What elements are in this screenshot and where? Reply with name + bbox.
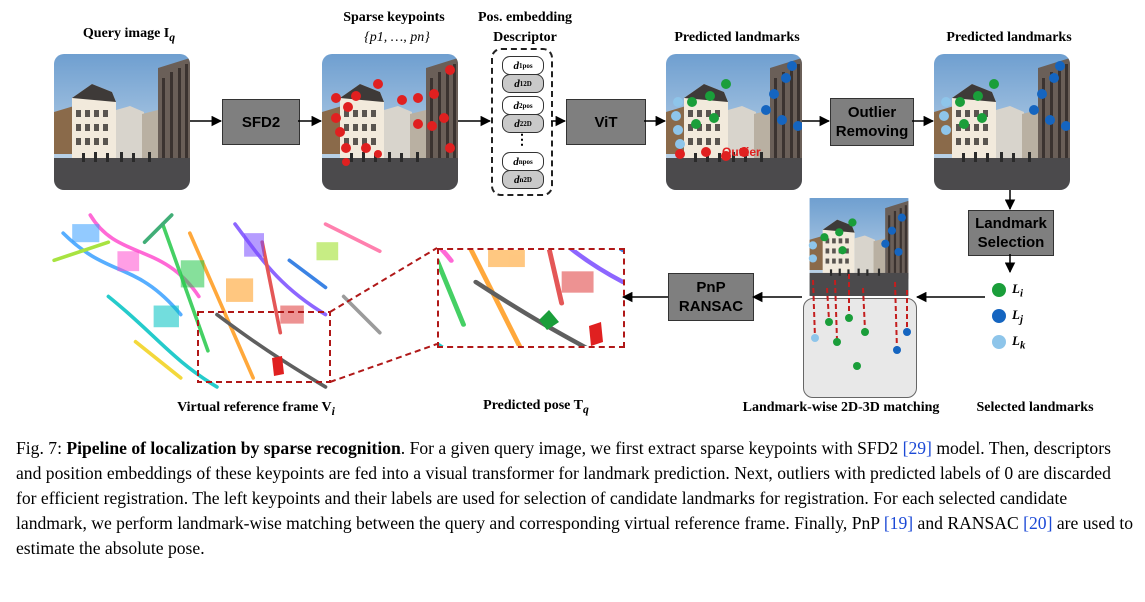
legend-label-i: Li xyxy=(1012,281,1023,300)
matching-panel xyxy=(803,298,917,398)
landmark-query-image xyxy=(803,198,915,296)
predicted-landmarks-image-1: Outlier xyxy=(666,54,802,190)
camera-pose-marker xyxy=(272,356,284,376)
pnp-line-1: PnP xyxy=(696,279,726,296)
landmark-matching-label: Landmark-wise 2D-3D matching xyxy=(742,400,940,415)
caption-title: Pipeline of localization by sparse recog… xyxy=(66,438,401,458)
caption-ref-19[interactable]: [19] xyxy=(883,513,914,533)
caption-text-4: are used to estimate the absolute pose. xyxy=(16,513,1134,558)
virtual-reference-point-cloud xyxy=(52,213,382,389)
flow-arrows xyxy=(190,115,1016,303)
virtual-reference-frame-label: Virtual reference frame Vi xyxy=(177,400,335,418)
sparse-keypoints-label: Sparse keypoints xyxy=(343,10,445,25)
descriptor-ellipsis: ⋮ xyxy=(515,133,529,148)
caption-ref-20[interactable]: [20] xyxy=(1023,513,1053,533)
zoom-connector-lines xyxy=(329,247,438,383)
outlier-text: Outlier xyxy=(722,145,761,159)
caption-fig-number: Fig. 7: xyxy=(16,438,62,458)
landmark-selection-line-2: Selection xyxy=(977,234,1045,251)
query-image-subscript: q xyxy=(169,30,176,44)
outlier-removing-box: Outlier Removing xyxy=(830,98,914,146)
keypoint-dots xyxy=(331,65,455,166)
zoom-region-box xyxy=(197,311,331,383)
pnp-line-2: RANSAC xyxy=(678,298,744,315)
legend-label-k: Lk xyxy=(1012,333,1026,352)
predicted-landmarks-image-2 xyxy=(934,54,1070,190)
predicted-pose-label: Predicted pose Tq xyxy=(483,398,589,416)
caption-text-2: model. Then, descriptors and position em… xyxy=(16,438,1111,533)
pos-embedding-label: Pos. embedding xyxy=(477,10,573,25)
caption-ref-29[interactable]: [29] xyxy=(902,438,932,458)
query-image-text: Query image I xyxy=(82,26,170,41)
sfd2-box: SFD2 xyxy=(222,99,300,145)
pnp-ransac-box: PnP RANSAC xyxy=(668,273,754,321)
legend-dot-i xyxy=(992,283,1006,297)
caption-text-3: and RANSAC xyxy=(913,513,1024,533)
landmark-selection-line-1: Landmark xyxy=(975,215,1047,232)
predicted-landmarks-label-1: Predicted landmarks xyxy=(674,30,800,45)
figure-caption: Fig. 7: Pipeline of localization by spar… xyxy=(16,436,1134,561)
outlier-removing-line-2: Removing xyxy=(835,123,909,140)
legend-label-j: Lj xyxy=(1012,307,1023,326)
legend-dot-k xyxy=(992,335,1006,349)
keypoint-set-label: {p1, …, pn} xyxy=(364,30,430,45)
zoomed-point-cloud xyxy=(437,248,625,348)
descriptor-label: Descriptor xyxy=(493,30,557,45)
keypoints-image xyxy=(322,54,458,190)
vit-box: ViT xyxy=(566,99,646,145)
legend-dot-j xyxy=(992,309,1006,323)
predicted-landmarks-label-2: Predicted landmarks xyxy=(946,30,1072,45)
caption-text-1: . For a given query image, we first extr… xyxy=(400,438,903,458)
selected-landmarks-label: Selected landmarks xyxy=(976,400,1094,415)
outlier-removing-line-1: Outlier xyxy=(847,104,897,121)
matching-lines xyxy=(811,274,911,370)
landmark-selection-box: Landmark Selection xyxy=(968,210,1054,256)
query-image-label: Query image Iq xyxy=(64,26,194,44)
